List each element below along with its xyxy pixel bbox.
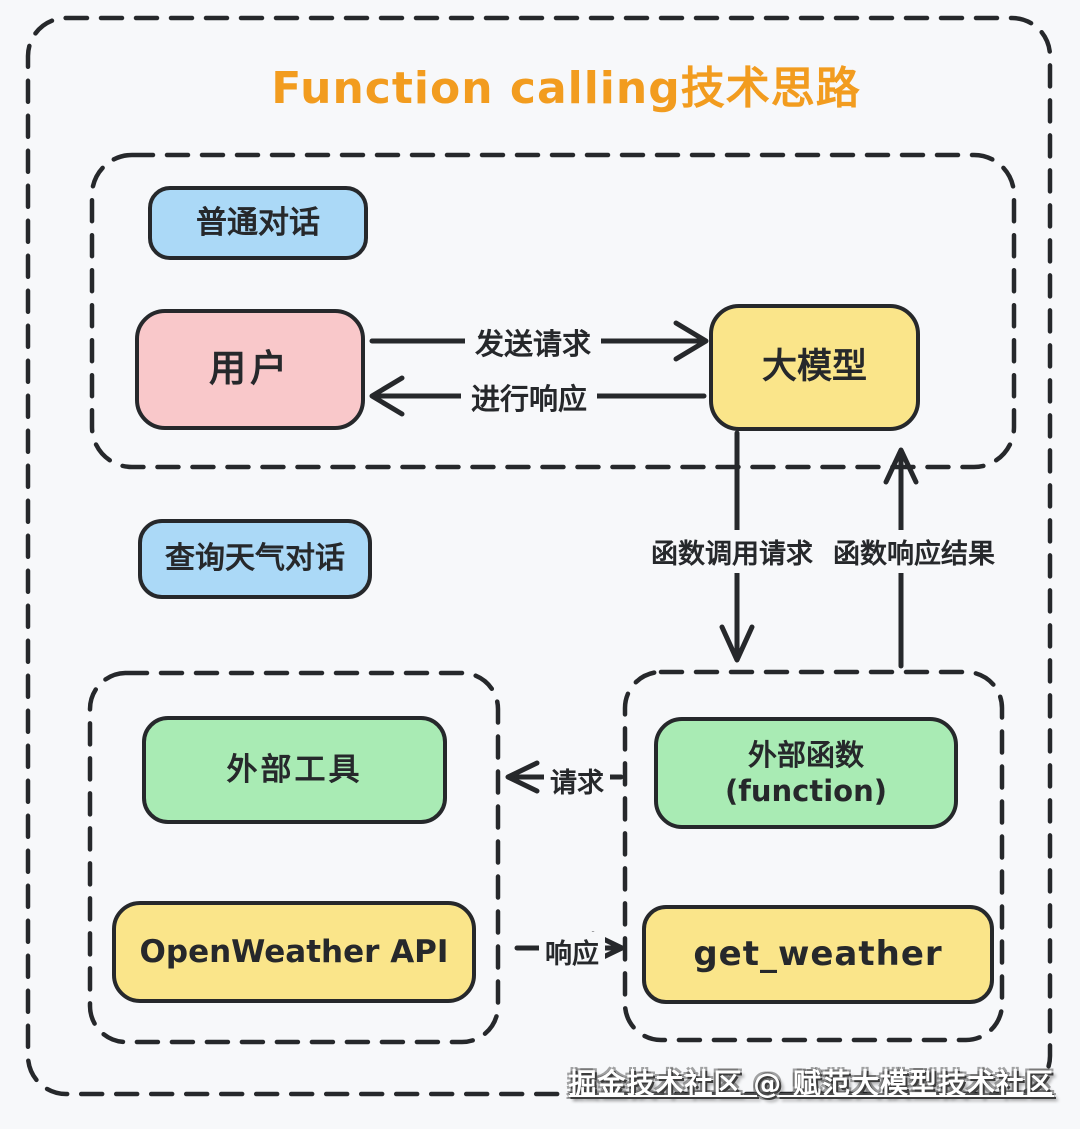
diagram-title: Function calling技术思路: [271, 63, 861, 114]
node-normal-chat-label: 普通对话: [196, 204, 320, 241]
node-external-function-sublabel: (function): [725, 774, 887, 808]
edge-label-respond: 进行响应: [461, 376, 598, 418]
node-get-weather: get_weather: [642, 905, 994, 1004]
node-weather-chat: 查询天气对话: [138, 519, 372, 599]
edge-label-function-call-request: 函数调用请求: [648, 530, 816, 573]
group-external-function-border: [622, 669, 1005, 1043]
node-openweather-api-label: OpenWeather API: [139, 933, 449, 970]
edge-label-response: 响应: [539, 932, 605, 971]
edge-label-send-request: 发送请求: [465, 321, 602, 363]
node-external-tools-label: 外部工具: [226, 751, 363, 788]
watermark: 掘金技术社区 @ 赋范大模型技术社区: [568, 1067, 1054, 1100]
node-get-weather-label: get_weather: [693, 934, 943, 975]
edge-label-function-response-result: 函数响应结果: [830, 530, 998, 573]
node-external-tools: 外部工具: [142, 716, 447, 824]
node-openweather-api: OpenWeather API: [112, 901, 476, 1003]
node-weather-chat-label: 查询天气对话: [165, 541, 345, 577]
node-llm: 大模型: [709, 304, 920, 431]
node-user: 用户: [135, 309, 365, 430]
node-normal-chat: 普通对话: [148, 186, 368, 260]
node-user-label: 用户: [209, 347, 291, 391]
outer-dashed-border: [25, 15, 1053, 1097]
group-normal-chat-border: [89, 152, 1017, 470]
edge-label-request: 请求: [544, 761, 610, 800]
node-external-function: 外部函数 (function): [654, 717, 958, 829]
node-external-function-label: 外部函数: [747, 737, 864, 772]
group-external-tools-border: [87, 670, 501, 1045]
node-llm-label: 大模型: [761, 346, 867, 387]
edge-label-function-io: 函数调用请求 函数响应结果: [648, 530, 998, 573]
